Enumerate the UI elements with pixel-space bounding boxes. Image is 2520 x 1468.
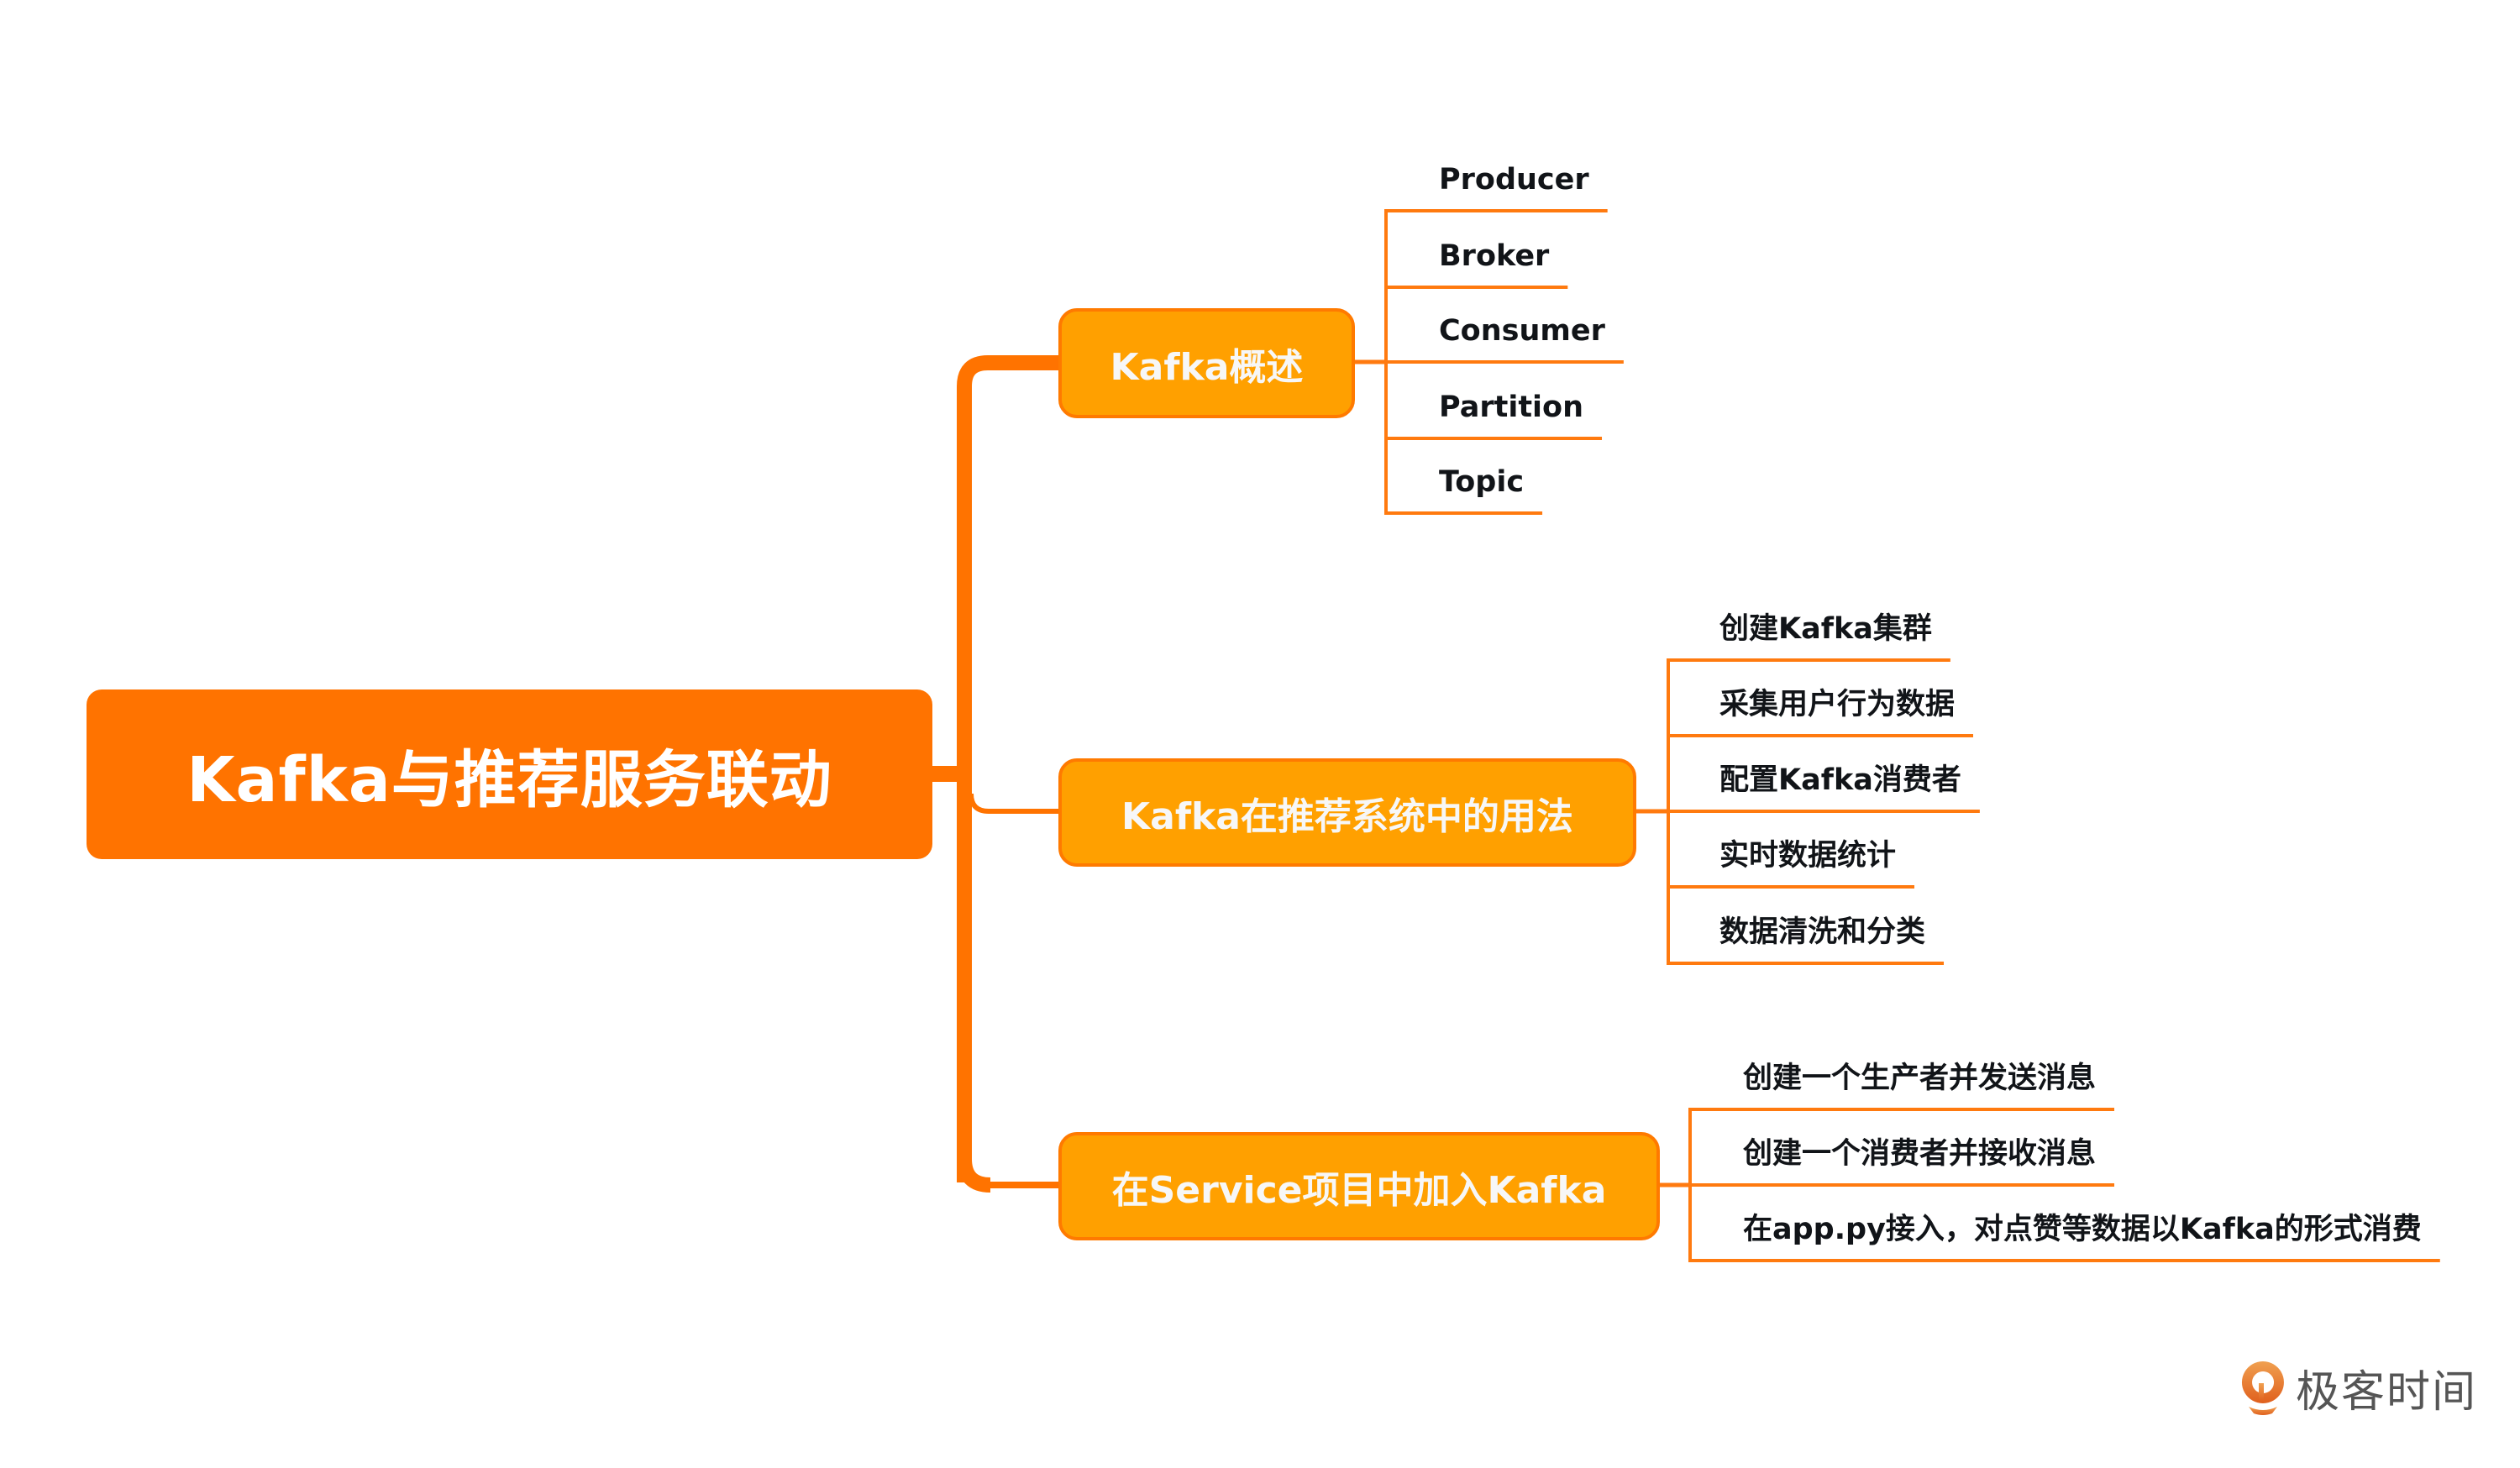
leaf-node[interactable]: 采集用户行为数据 [1719, 688, 1956, 721]
geektime-logo-icon [2241, 1361, 2284, 1415]
branch-node-kafka-usage[interactable]: Kafka在推荐系统中的用法 [1058, 758, 1636, 867]
leaf-node[interactable]: Broker [1439, 239, 1550, 273]
leaf-node[interactable]: Producer [1439, 163, 1589, 197]
leaf-node[interactable]: 创建一个消费者并接收消息 [1743, 1137, 2097, 1171]
branch-node-service-integration[interactable]: 在Service项目中加入Kafka [1058, 1132, 1660, 1240]
leaf-node[interactable]: 创建一个生产者并发送消息 [1743, 1062, 2097, 1095]
branch-label: 在Service项目中加入Kafka [1111, 1168, 1607, 1212]
leaf-node[interactable]: 数据清洗和分类 [1719, 915, 1926, 949]
trunk-line [957, 355, 1060, 1182]
root-node[interactable]: Kafka与推荐服务联动 [87, 689, 932, 859]
middle-branch-connector [969, 793, 1060, 814]
leaf-node[interactable]: 配置Kafka消费者 [1719, 763, 1961, 797]
branch-label: Kafka概述 [1110, 345, 1304, 389]
leaf-node[interactable]: 实时数据统计 [1719, 839, 1897, 873]
logo-text: 极客时间 [2296, 1367, 2478, 1418]
leaf-node[interactable]: Topic [1439, 465, 1525, 499]
branch-label: Kafka在推荐系统中的用法 [1121, 794, 1573, 838]
root-label: Kafka与推荐服务联动 [186, 743, 832, 816]
leaf-node[interactable]: Consumer [1439, 314, 1605, 348]
trunk-bottom-curve [957, 1158, 991, 1193]
branch-node-kafka-overview[interactable]: Kafka概述 [1058, 308, 1355, 418]
geektime-logo: 极客时间 [2239, 1356, 2477, 1419]
root-connector [931, 766, 961, 782]
leaf-node[interactable]: Partition [1439, 391, 1584, 424]
leaf-node[interactable]: 创建Kafka集群 [1719, 612, 1932, 646]
leaf-node[interactable]: 在app.py接入，对点赞等数据以Kafka的形式消费 [1743, 1213, 2422, 1246]
